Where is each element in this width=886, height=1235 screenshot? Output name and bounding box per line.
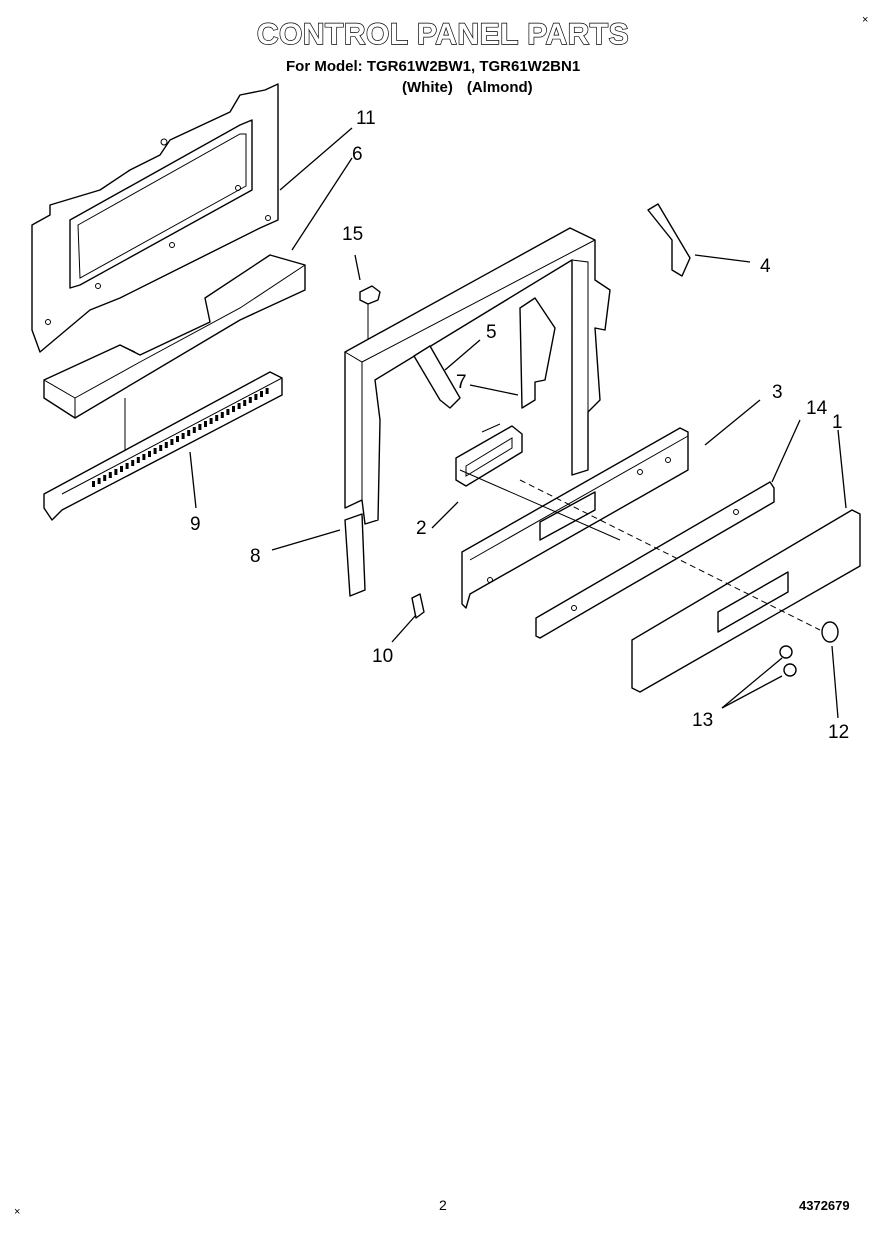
vent-slot: [120, 466, 123, 472]
callout-8: 8: [250, 546, 261, 567]
part-14-trim-strip: [535, 481, 775, 639]
vent-slot: [204, 421, 207, 427]
vent-slot: [243, 400, 247, 406]
vent-slot: [164, 442, 168, 448]
part-9-vent-rail: [43, 371, 283, 521]
corner-mark-top: ×: [862, 14, 869, 26]
part-3-control-bracket: [461, 427, 689, 609]
model-line: For Model: TGR61W2BW1, TGR61W2BN1: [286, 58, 581, 75]
callout-7: 7: [456, 372, 467, 393]
callout-15: 15: [342, 224, 363, 245]
part-6-insulation: [43, 254, 306, 450]
vent-slot: [114, 469, 118, 475]
vent-slot: [153, 448, 157, 454]
vent-slot: [192, 427, 196, 433]
color-white: (White): [402, 79, 453, 96]
callout-6: 6: [352, 144, 363, 165]
color-almond: (Almond): [466, 79, 533, 96]
vent-slot: [209, 418, 213, 424]
vent-slot: [148, 451, 151, 457]
vent-slot: [248, 397, 252, 403]
vent-slot: [170, 439, 174, 445]
corner-mark-bottom: ×: [14, 1206, 21, 1218]
vent-slot: [108, 472, 112, 478]
callout-4: 4: [760, 256, 771, 277]
vent-slot: [97, 478, 101, 484]
callout-9: 9: [190, 514, 201, 535]
part-7-side-bracket: [519, 297, 556, 409]
callout-3: 3: [772, 382, 783, 403]
color-line: (White) (Almond): [402, 79, 547, 96]
callout-14: 14: [806, 398, 828, 419]
main-frame: [344, 227, 611, 597]
vent-slot: [254, 394, 258, 400]
page-number: 2: [439, 1197, 447, 1213]
callout-1: 1: [832, 412, 843, 433]
vent-slot: [226, 409, 230, 415]
vent-slot: [181, 433, 185, 439]
document-number: 4372679: [799, 1198, 850, 1213]
vent-slot: [215, 415, 219, 421]
part-10-clip: [411, 593, 425, 619]
vent-slot: [220, 412, 224, 418]
callout-2: 2: [416, 518, 427, 539]
vent-slot: [260, 391, 263, 397]
vent-slot: [131, 460, 135, 466]
vent-slot: [237, 403, 241, 409]
part-11-frame: [31, 83, 279, 353]
vent-slot: [136, 457, 140, 463]
vent-slot: [198, 424, 202, 430]
part-2-display: [455, 423, 523, 487]
callout-11: 11: [356, 108, 376, 129]
part-13-screws: [779, 645, 797, 677]
callout-12: 12: [828, 722, 849, 743]
vent-slot: [159, 445, 163, 451]
leader-lines: [189, 127, 847, 719]
vent-slot: [265, 388, 269, 394]
vent-slot: [103, 475, 107, 481]
part-5-bracket: [413, 345, 461, 409]
vent-slot: [125, 463, 129, 469]
vent-slot: [176, 436, 179, 442]
part-4-end-cap: [647, 203, 691, 277]
vent-slot: [142, 454, 146, 460]
part-1-panel-face: [631, 509, 861, 693]
callout-13: 13: [692, 710, 713, 731]
callout-5: 5: [486, 322, 497, 343]
vent-slot: [187, 430, 191, 436]
part-12-knob: [821, 621, 839, 643]
page-title: CONTROL PANEL PARTS: [256, 17, 630, 51]
vent-slot: [232, 406, 235, 412]
callout-10: 10: [372, 646, 393, 667]
vent-slot: [92, 481, 95, 487]
